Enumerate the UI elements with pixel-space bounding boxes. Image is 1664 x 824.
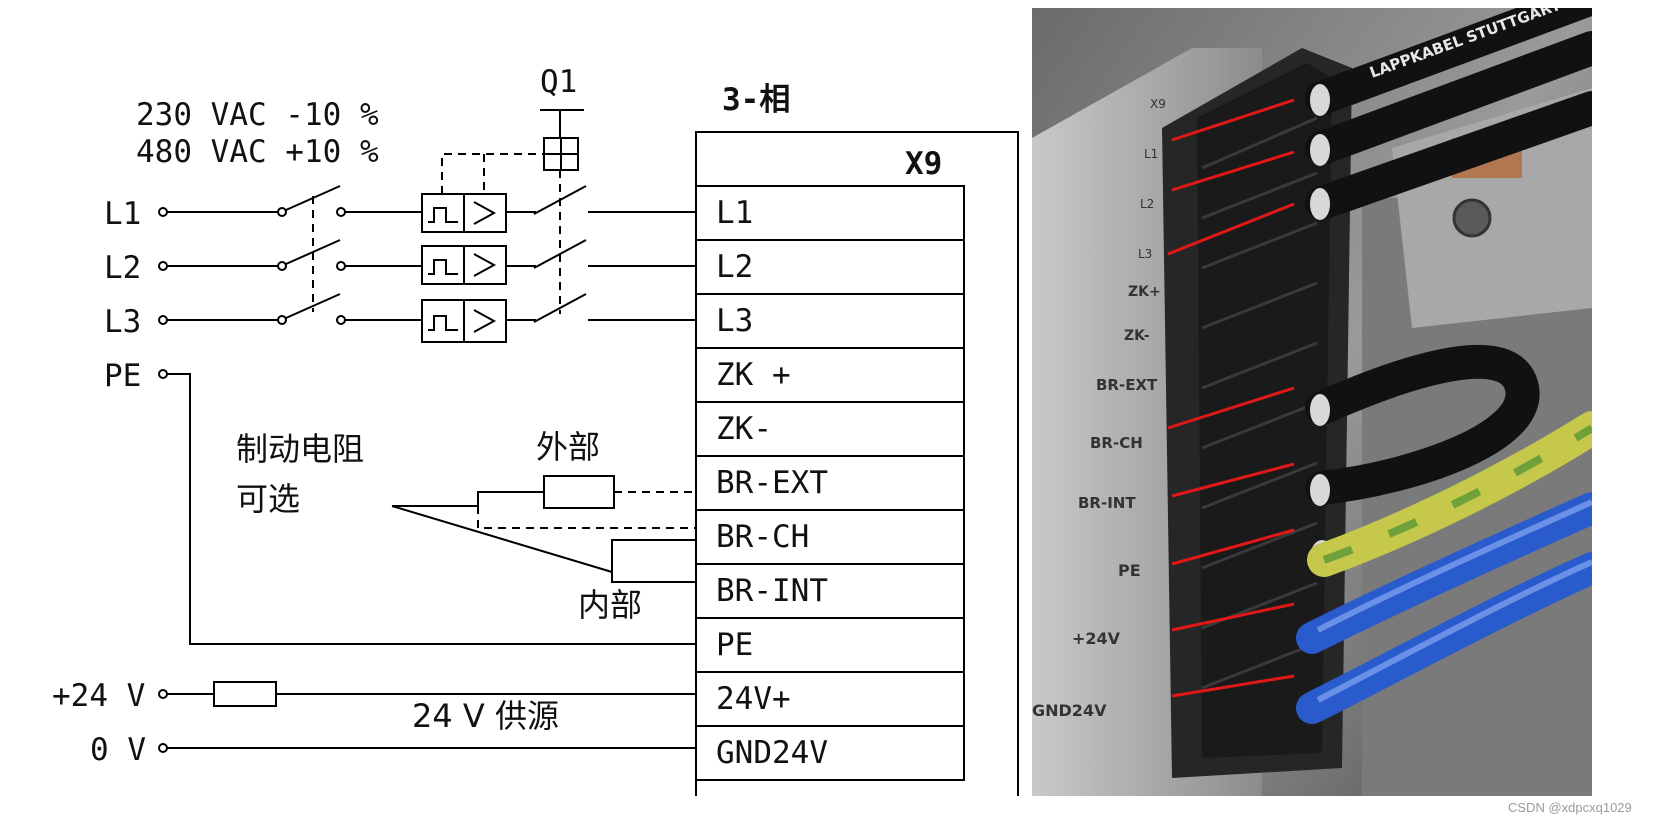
voltage-min-label: 230 VAC -10 %: [136, 97, 379, 133]
breaker-label: Q1: [540, 64, 577, 100]
terminal-gnd24v: GND24V: [716, 735, 828, 771]
wiring-diagram: 230 VAC -10 % 480 VAC +10 % Q1 3-相 X9 L1…: [52, 64, 1019, 796]
photo-label-l3: L3: [1138, 247, 1152, 261]
brake-optional-label: 可选: [236, 480, 300, 518]
terminal-br-ext: BR-EXT: [716, 465, 828, 501]
input-l3: L3: [104, 304, 141, 340]
terminal-24v-plus: 24V+: [716, 681, 791, 717]
terminal-l1: L1: [716, 195, 753, 231]
photo-red-marker-5: [1171, 528, 1295, 566]
voltage-max-label: 480 VAC +10 %: [136, 134, 379, 170]
input-pe: PE: [104, 358, 141, 394]
photo-red-marker-lines: [1167, 98, 1295, 698]
photo-label-br-int: BR-INT: [1078, 494, 1136, 512]
photo-label-br-ch: BR-CH: [1090, 434, 1143, 452]
photo-label-24v: +24V: [1072, 629, 1121, 648]
photo-red-marker-3: [1167, 386, 1295, 430]
input-l2: L2: [104, 250, 141, 286]
photo-terminal-labels: X9 L1 L2 L3 ZK+ ZK- BR-EXT BR-CH BR-INT …: [1032, 97, 1166, 720]
terminal-br-int: BR-INT: [716, 573, 828, 609]
brake-resistor-label: 制动电阻: [236, 430, 364, 468]
supply-0v-label: 0 V: [90, 732, 146, 768]
phase-title: 3-相: [722, 82, 790, 118]
terminal-l2: L2: [716, 249, 753, 285]
terminal-zk-plus: ZK +: [716, 357, 791, 393]
supply-label: 24 V 供源: [412, 697, 559, 735]
photo-label-br-ext: BR-EXT: [1096, 376, 1158, 394]
terminal-br-ch: BR-CH: [716, 519, 809, 555]
photo-label-l2: L2: [1140, 197, 1154, 211]
watermark: CSDN @xdpcxq1029: [1508, 800, 1632, 815]
supply-24v-label: +24 V: [52, 678, 145, 714]
terminal-pe: PE: [716, 627, 753, 663]
photo-red-marker-1: [1171, 150, 1295, 192]
photo-label-x9: X9: [1150, 97, 1166, 111]
internal-label: 内部: [578, 586, 642, 624]
connector-label: X9: [905, 146, 942, 182]
photo-red-marker-7: [1171, 674, 1295, 698]
external-label: 外部: [536, 428, 600, 466]
photo-red-marker-4: [1171, 462, 1295, 498]
input-l1: L1: [104, 196, 141, 232]
photo-label-l1: L1: [1144, 147, 1158, 161]
photo-red-marker-2: [1167, 202, 1295, 256]
terminal-zk-minus: ZK-: [716, 411, 772, 447]
photo-label-gnd24v: GND24V: [1032, 701, 1107, 720]
connector-photo-drawing: LAPPKABEL STUTTGART X9 L1 L2 L3 ZK+ ZK- …: [1032, 8, 1592, 796]
photo-label-pe: PE: [1118, 561, 1141, 580]
photo-label-zk-minus: ZK-: [1124, 328, 1150, 344]
connector-photo: LAPPKABEL STUTTGART X9 L1 L2 L3 ZK+ ZK- …: [1032, 8, 1592, 796]
photo-red-marker-0: [1171, 98, 1295, 142]
terminal-l3: L3: [716, 303, 753, 339]
photo-label-zk-plus: ZK+: [1128, 284, 1161, 300]
photo-red-marker-6: [1171, 602, 1295, 632]
